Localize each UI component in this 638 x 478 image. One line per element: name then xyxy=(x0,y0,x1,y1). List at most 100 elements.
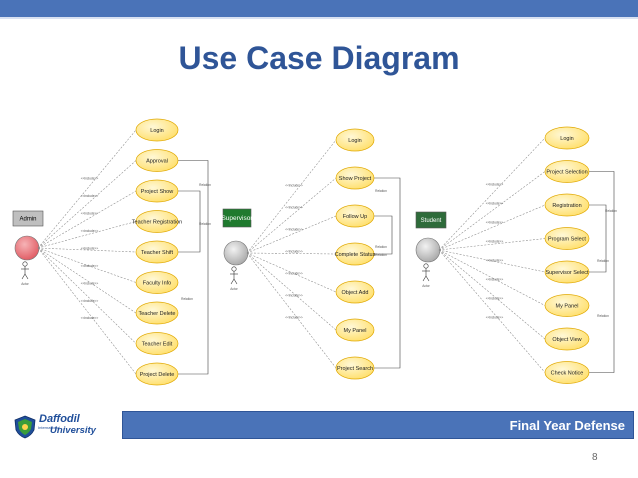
use-case-label: Login xyxy=(560,136,573,142)
use-case-ellipse xyxy=(135,332,179,355)
include-connector xyxy=(246,252,337,293)
include-label: <<include>> xyxy=(285,272,303,276)
use-case-ellipse xyxy=(335,166,375,190)
use-case-ellipse xyxy=(135,240,179,264)
diagram-student: StudentActor<<include>><<include>><<incl… xyxy=(415,126,617,384)
use-case-label: Object View xyxy=(552,337,581,343)
use-case-label: Object Add xyxy=(342,290,369,296)
use-case-label: Supervisor Select xyxy=(545,270,589,276)
use-case-ellipse xyxy=(335,318,375,342)
use-case-label: Faculty Info xyxy=(143,281,171,287)
include-connector xyxy=(438,249,546,373)
include-label: <<include>> xyxy=(285,228,303,232)
use-case-ellipse xyxy=(335,242,375,266)
include-connector xyxy=(438,137,546,251)
actor-box xyxy=(415,211,447,229)
use-case-label: Project Delete xyxy=(140,372,175,378)
use-case-label: Project Show xyxy=(141,189,173,195)
include-connector xyxy=(37,247,137,375)
include-label: <<include>> xyxy=(81,229,99,233)
include-connector xyxy=(37,160,137,249)
include-connector xyxy=(438,249,546,340)
relation-connector xyxy=(178,160,209,375)
include-connector xyxy=(37,129,137,249)
relation-connector xyxy=(589,171,615,373)
actor-box xyxy=(12,210,44,227)
include-label: <<include>> xyxy=(486,278,504,282)
include-label: <<include>> xyxy=(285,316,303,320)
include-label: <<include>> xyxy=(81,246,99,250)
include-label: <<include>> xyxy=(81,194,99,198)
footer-text: Final Year Defense xyxy=(509,418,625,433)
slide-title: Use Case Diagram xyxy=(178,40,460,76)
use-case-label: Teacher Delete xyxy=(139,311,176,317)
use-case-label: Login xyxy=(348,138,361,144)
diagram-supervisor: SupervisorActor<<include>><<include>><<i… xyxy=(221,128,401,380)
actor-label: Actor xyxy=(422,284,430,288)
actor-box-label: Admin xyxy=(19,217,36,223)
use-case-label: Complete Status xyxy=(335,252,376,258)
include-label: <<include>> xyxy=(81,316,99,320)
include-connector xyxy=(438,249,546,306)
use-case-ellipse xyxy=(544,193,590,217)
use-case-label: Login xyxy=(150,128,163,134)
use-case-ellipse xyxy=(135,179,179,203)
include-label: <<include>> xyxy=(486,297,504,301)
actor-head xyxy=(223,240,249,266)
relation-label: Relation xyxy=(375,245,387,249)
relation-connector xyxy=(374,177,401,369)
relation-connector xyxy=(178,190,201,253)
use-case-ellipse xyxy=(335,356,375,380)
use-case-label: Teacher Edit xyxy=(142,342,173,348)
use-case-label: Teacher Registration xyxy=(132,220,182,226)
use-case-label: Show Project xyxy=(339,176,372,182)
use-case-label: Follow Up xyxy=(343,214,367,220)
include-connector xyxy=(246,177,337,254)
use-case-ellipse xyxy=(135,301,179,325)
include-label: <<include>> xyxy=(486,182,504,186)
actor-label: Actor xyxy=(230,287,238,291)
include-connector xyxy=(438,204,546,251)
include-label: <<include>> xyxy=(486,201,504,205)
page-number: 8 xyxy=(592,452,598,463)
use-case-ellipse xyxy=(135,118,179,142)
actor-head xyxy=(14,235,40,261)
include-label: <<include>> xyxy=(81,211,99,215)
top-band xyxy=(0,0,638,17)
include-connector xyxy=(37,247,137,344)
use-case-label: My Panel xyxy=(556,304,579,310)
include-label: <<include>> xyxy=(285,206,303,210)
use-case-ellipse xyxy=(135,210,179,233)
use-case-ellipse xyxy=(544,227,590,250)
stick-figure-icon xyxy=(230,266,238,285)
include-connector xyxy=(246,252,337,255)
relation-label: Relation xyxy=(375,189,387,193)
use-case-ellipse xyxy=(335,280,375,304)
use-case-ellipse xyxy=(135,271,179,294)
include-connector xyxy=(246,139,337,254)
relation-label: Relation xyxy=(597,259,609,263)
use-case-ellipse xyxy=(135,149,179,172)
relation-label: Relation xyxy=(597,314,609,318)
relation-connector xyxy=(589,204,607,273)
use-case-label: My Panel xyxy=(344,328,367,334)
include-connector xyxy=(37,190,137,249)
use-case-ellipse xyxy=(544,294,590,317)
relation-label: Relation xyxy=(375,253,387,257)
logo-name: Daffodil xyxy=(39,413,80,425)
use-case-ellipse xyxy=(544,327,590,351)
use-case-label: Registration xyxy=(552,203,581,209)
use-case-label: Program Select xyxy=(548,237,586,243)
include-connector xyxy=(246,252,337,369)
logo-tag: International xyxy=(38,425,61,430)
include-label: <<include>> xyxy=(81,299,99,303)
use-case-label: Teacher Shift xyxy=(141,250,174,256)
include-label: <<include>> xyxy=(285,294,303,298)
include-label: <<include>> xyxy=(285,183,303,187)
include-label: <<include>> xyxy=(486,316,504,320)
diagram-admin: AdminActor<<include>><<include>><<includ… xyxy=(12,118,211,386)
footer-bar: Final Year Defense xyxy=(122,411,634,439)
use-case-ellipse xyxy=(544,160,590,183)
stick-figure-icon xyxy=(21,261,29,280)
